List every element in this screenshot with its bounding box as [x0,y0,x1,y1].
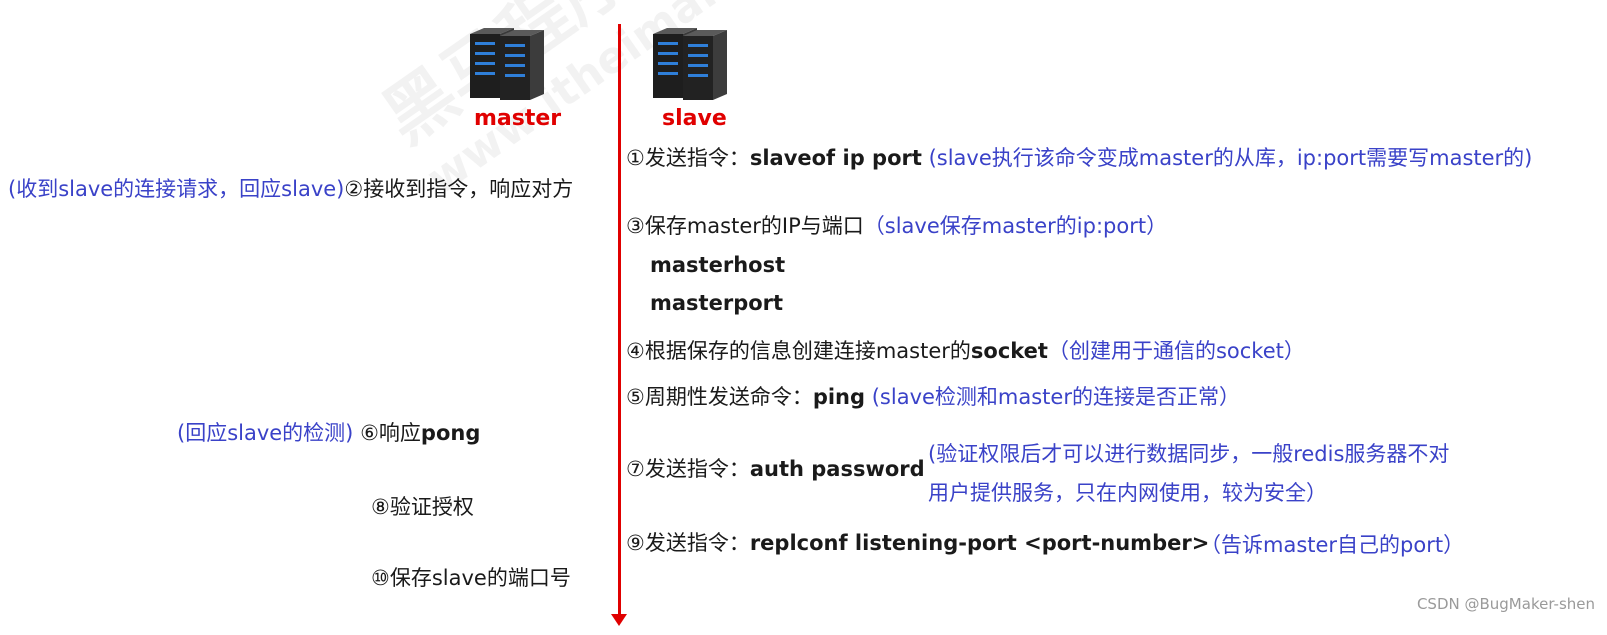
step-9: ⑨发送指令：replconf listening-port <port-numb… [626,529,1209,557]
step-2-note: (收到slave的连接请求，回应slave) [8,177,345,201]
step-5-command: ping [812,385,866,409]
step-4-bold: socket [970,339,1048,363]
step-5-note: (slave检测和master的连接是否正常） [871,385,1240,409]
masterhost-label: masterhost [650,253,786,277]
step-3-note: （slave保存master的ip:port） [863,214,1168,238]
step-1-prefix: ①发送指令： [626,146,750,170]
master-server-icon [470,28,544,100]
step-6: (回应slave的检测) ⑥响应pong [177,419,480,447]
master-label: master [474,106,562,131]
step-5-prefix: ⑤周期性发送命令： [626,385,813,409]
step-3-var-port: masterport [650,289,783,317]
step-9-note: （告诉master自己的port） [1200,533,1465,557]
step-4-text: ④根据保存的信息创建连接master的 [626,339,971,363]
slave-label: slave [662,106,727,131]
step-7-command: auth password [749,457,925,481]
step-6-note: (回应slave的检测) [177,421,354,445]
step-10: ⑩保存slave的端口号 [371,566,571,590]
step-8: ⑧验证授权 [371,495,474,519]
slave-server-icon [653,28,727,100]
step-1-note: (slave执行该命令变成master的从库，ip:port需要写master的… [928,146,1533,170]
step-7-note-line-2: 用户提供服务，只在内网使用，较为安全） [928,481,1327,505]
step-7-prefix: ⑦发送指令： [626,457,750,481]
step-2-text: ②接收到指令，响应对方 [344,177,574,201]
step-5: ⑤周期性发送命令：ping (slave检测和master的连接是否正常） [626,383,1240,411]
step-9-command: replconf listening-port <port-number> [749,531,1210,555]
step-3-text: ③保存master的IP与端口 [626,214,864,238]
timeline-line [618,24,621,619]
credit-text: CSDN @BugMaker-shen [1416,595,1595,613]
step-7: ⑦发送指令：auth password [626,455,925,483]
step-7-note-line-1: (验证权限后才可以进行数据同步，一般redis服务器不对 [928,442,1450,466]
step-1: ①发送指令：slaveof ip port (slave执行该命令变成maste… [626,144,1532,172]
step-6-prefix: ⑥响应 [360,421,421,445]
step-2: (收到slave的连接请求，回应slave)②接收到指令，响应对方 [8,175,573,203]
step-4-note: （创建用于通信的socket） [1047,339,1305,363]
step-4: ④根据保存的信息创建连接master的socket（创建用于通信的socket） [626,337,1305,365]
step-1-command: slaveof ip port [749,146,922,170]
step-9-prefix: ⑨发送指令： [626,531,750,555]
step-3-var-host: masterhost [650,251,785,279]
watermark: 黑马程序员 www.itheima.com [360,0,810,205]
timeline-arrow-icon [611,614,627,626]
masterport-label: masterport [650,291,784,315]
step-6-bold: pong [420,421,481,445]
step-3: ③保存master的IP与端口（slave保存master的ip:port） [626,212,1167,240]
